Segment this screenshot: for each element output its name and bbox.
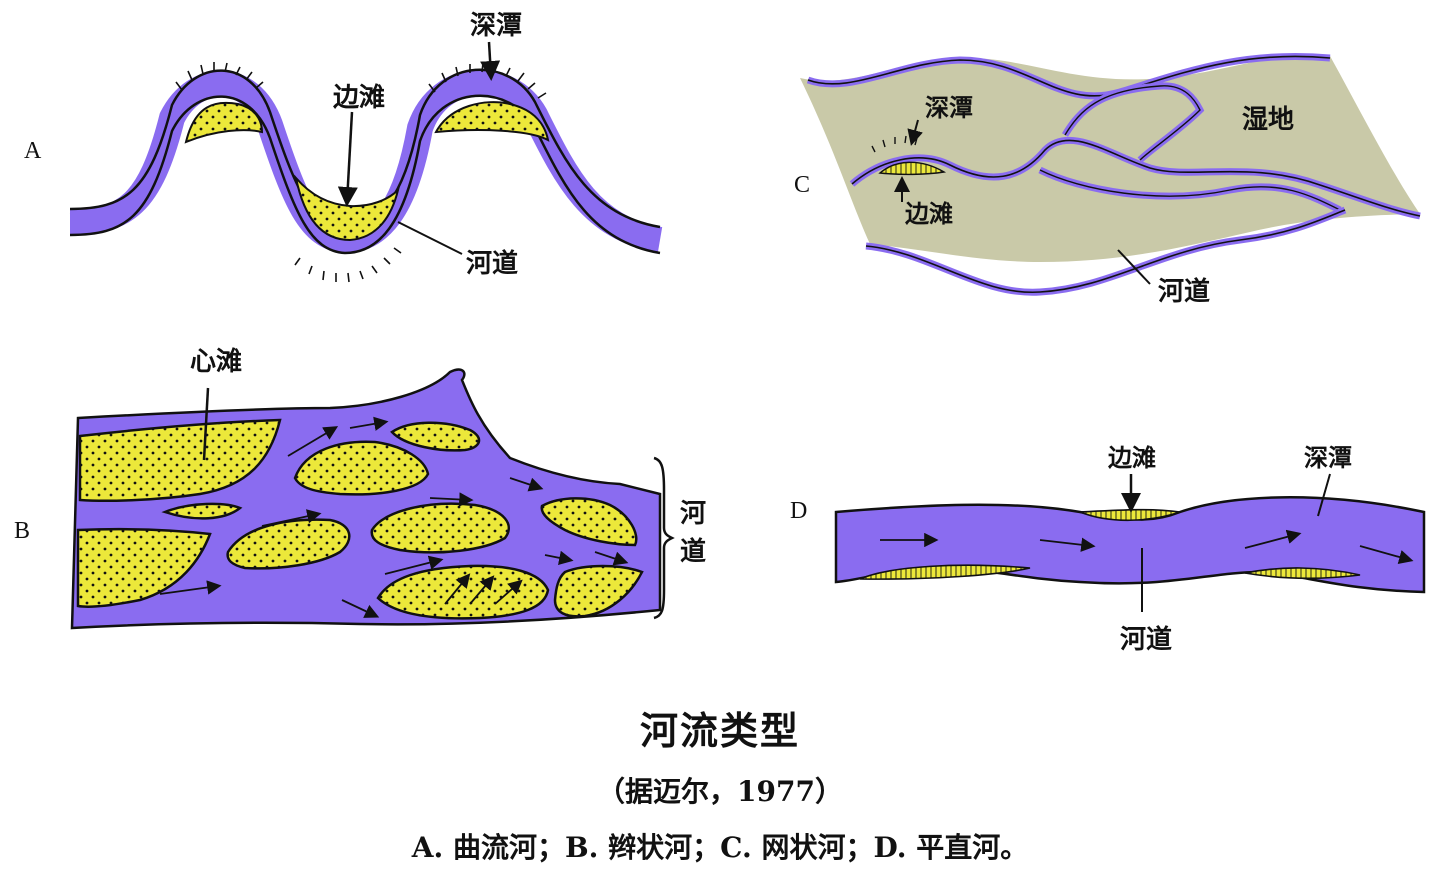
panel-b-bar (78, 418, 282, 502)
panel-a-letter: A (24, 138, 42, 164)
panel-c-pool-label: 深潭 (925, 93, 973, 122)
panel-d-pool-label: 深潭 (1304, 443, 1352, 472)
panel-b-flow-arrows (159, 416, 629, 618)
panel-b-letter: B (14, 518, 30, 544)
panel-d-point-bar-label: 边滩 (1108, 443, 1156, 472)
figure-title: 河流类型 (639, 708, 800, 753)
panel-b-bar (376, 564, 550, 620)
panel-c-anastomosing: C 深潭 边滩 湿地 河道 (794, 52, 1421, 307)
panel-d-point-bar-bottom-left (859, 564, 1031, 580)
panel-d-straight: D 边滩 深潭 河道 (790, 443, 1426, 655)
panel-a-meandering: A 深潭 边滩 河道 (24, 11, 663, 283)
panel-c-wetland (800, 54, 1420, 262)
panel-d-point-bar-bottom-right (1244, 567, 1361, 579)
panel-a-point-bar-left (184, 101, 264, 144)
panel-b-channel-brace (653, 456, 675, 620)
panel-b-bar (370, 502, 510, 554)
panel-b-braided: B 心滩 河 道 (14, 346, 706, 630)
panel-c-letter: C (794, 172, 810, 198)
panel-a-pool-label: 深潭 (470, 11, 522, 41)
panel-a-point-bar-right (434, 101, 550, 142)
panel-b-bar (390, 421, 481, 452)
panel-b-channel-label-he: 河 (680, 499, 706, 529)
figure-caption: A. 曲流河；B. 辫状河；C. 网状河；D. 平直河。 (411, 831, 1029, 864)
panel-b-bar (540, 497, 638, 547)
panel-b-bar (76, 527, 212, 608)
panel-b-bar (293, 440, 430, 496)
panel-b-bar (161, 502, 243, 520)
panel-d-point-bar-top (1079, 508, 1181, 522)
panel-a-point-bar-label: 边滩 (333, 82, 385, 113)
panel-d-flow-arrows (880, 529, 1414, 565)
panel-b-mid-bar-label: 心滩 (190, 346, 242, 377)
panel-c-wetland-label: 湿地 (1242, 105, 1294, 135)
panel-a-point-bar-center (294, 174, 400, 242)
panel-d-letter: D (790, 498, 807, 524)
panel-b-bar (553, 564, 644, 618)
figure-source: （据迈尔，1977） (597, 775, 843, 808)
panel-c-channel-label: 河道 (1158, 276, 1210, 307)
panel-d-channel-label: 河道 (1120, 624, 1172, 655)
panel-b-channel-label-dao: 道 (680, 536, 706, 567)
panel-a-channel-label: 河道 (466, 248, 518, 279)
panel-c-point-bar (878, 161, 947, 176)
panel-c-point-bar-label: 边滩 (905, 199, 953, 228)
